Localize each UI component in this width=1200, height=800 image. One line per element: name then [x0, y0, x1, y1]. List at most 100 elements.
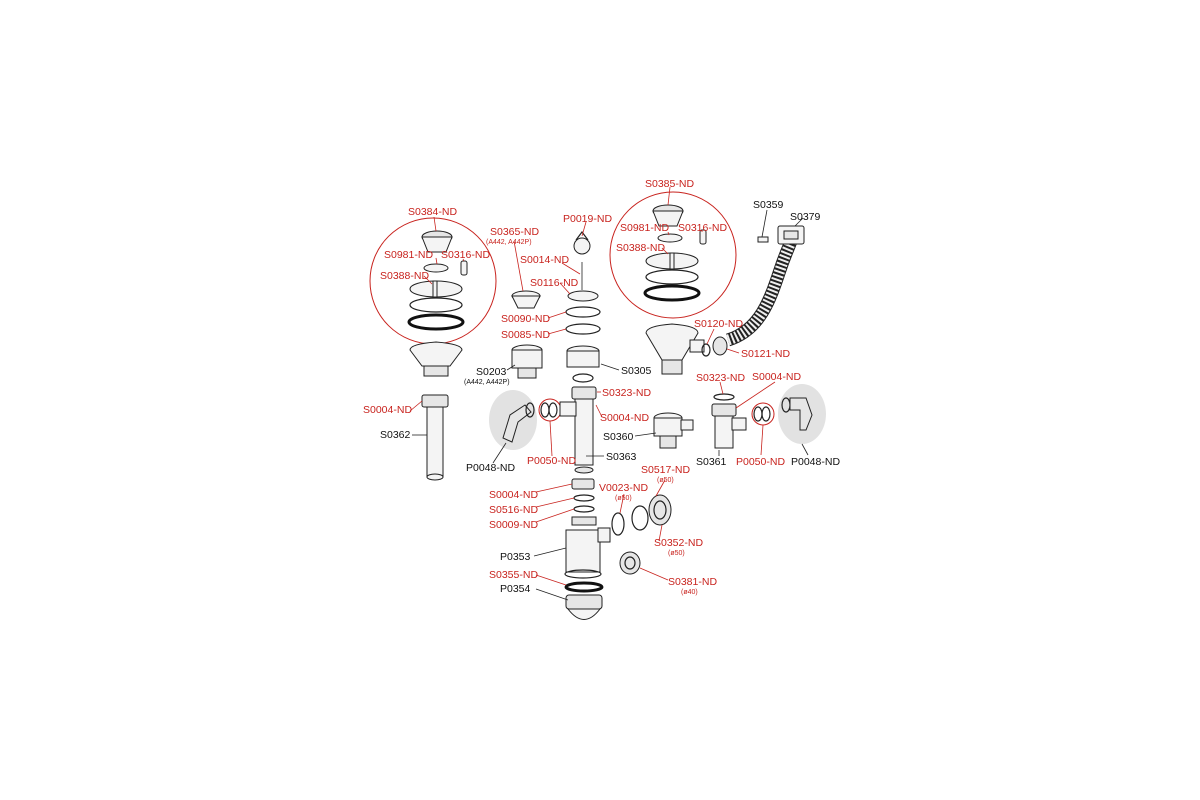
left-stem	[432, 280, 438, 298]
right-stem	[669, 252, 675, 270]
label-s0379: S0379	[790, 211, 821, 223]
label-v0023-sub: (ø50)	[615, 495, 632, 502]
left-strainer-group	[369, 217, 497, 481]
s0004-right-nut	[711, 403, 737, 417]
label-s0352-sub: (ø50)	[668, 550, 685, 557]
label-s0385: S0385-ND	[645, 178, 694, 190]
s0363-end	[574, 466, 594, 474]
s0360-branch	[680, 419, 694, 431]
left-tube	[426, 406, 444, 478]
label-p0050-left: P0050-ND	[527, 455, 576, 467]
p0354-cup	[566, 608, 602, 620]
label-s0355: S0355-ND	[489, 569, 538, 581]
right-gasket-thin	[645, 269, 699, 285]
s0352-inner	[653, 500, 667, 520]
p0050-left-ring1	[540, 402, 550, 418]
overflow-group	[511, 290, 543, 379]
s0355-gasket	[564, 581, 604, 593]
label-s0004-center: S0004-ND	[600, 412, 649, 424]
label-p0048-right: P0048-ND	[791, 456, 840, 468]
right-funnel-body	[645, 323, 699, 361]
v0023-ring	[611, 512, 625, 536]
left-basket-body	[421, 236, 453, 253]
label-s0384: S0384-ND	[408, 206, 457, 218]
right-screw	[699, 229, 707, 245]
label-s0363: S0363	[606, 451, 637, 463]
left-tube-end	[426, 473, 444, 481]
left-elbow	[502, 404, 532, 443]
label-s0323-right: S0323-ND	[696, 372, 745, 384]
left-drain-body	[409, 341, 463, 367]
right-funnel-outlet	[689, 339, 705, 353]
part-labels: S0384-ND S0981-ND S0316-ND S0388-ND S036…	[363, 178, 840, 596]
s0352-nut	[648, 494, 672, 526]
s0363-tube	[574, 398, 594, 466]
p0050-right-circle	[751, 402, 775, 426]
s0516-ring	[573, 494, 595, 502]
s0009-ring	[573, 505, 595, 513]
right-elbow	[789, 397, 813, 431]
label-s0516: S0516-ND	[489, 504, 538, 516]
label-s0014: S0014-ND	[520, 254, 569, 266]
s0203-body	[511, 349, 543, 369]
s0305-ring	[572, 373, 594, 383]
s0359-screw	[757, 236, 769, 243]
right-basket-body	[652, 210, 684, 227]
center-column	[559, 231, 611, 620]
leader-lines	[409, 186, 809, 601]
right-tee-group	[711, 384, 826, 449]
p0050-left-circle	[538, 398, 562, 422]
label-s0365: S0365-ND	[490, 226, 539, 238]
s0361-body	[714, 415, 734, 449]
label-s0116: S0116-ND	[530, 277, 579, 289]
right-washer-small	[657, 233, 683, 243]
label-p0353: P0353	[500, 551, 531, 563]
label-p0050-right: P0050-ND	[736, 456, 785, 468]
s0517-ring	[631, 505, 649, 531]
hose-group	[701, 225, 805, 357]
label-p0048-left: P0048-ND	[466, 462, 515, 474]
outlet-parts	[611, 494, 672, 575]
right-funnel-thread	[661, 359, 683, 375]
label-s0981-left: S0981-ND	[384, 249, 433, 261]
label-s0362: S0362	[380, 429, 411, 441]
label-s0981-right: S0981-ND	[620, 222, 669, 234]
label-p0019: P0019-ND	[563, 213, 612, 225]
p0050-right-ring2	[761, 406, 771, 422]
label-s0316-right: S0316-ND	[678, 222, 727, 234]
left-elbow-group	[489, 390, 562, 450]
p0050-right-ring1	[753, 406, 763, 422]
s0360-thread	[659, 435, 677, 449]
s0305-body	[566, 350, 600, 368]
label-s0361: S0361	[696, 456, 727, 468]
label-s0004-bottom: S0004-ND	[489, 489, 538, 501]
label-s0365-sub: (A442, A442P)	[486, 239, 532, 246]
label-s0203: S0203	[476, 366, 507, 378]
label-s0517-sub: (ø50)	[657, 477, 674, 484]
label-s0352: S0352-ND	[654, 537, 703, 549]
s0120-ring	[701, 343, 711, 357]
s0363-nut	[571, 386, 597, 400]
s0116-grate	[567, 290, 599, 302]
label-s0004-left: S0004-ND	[363, 404, 412, 416]
label-s0381: S0381-ND	[668, 576, 717, 588]
left-gasket-thin	[409, 297, 463, 313]
s0085-gasket	[565, 323, 601, 335]
s0323-right-ring	[713, 393, 735, 401]
right-group-circle	[609, 191, 737, 319]
left-elbow-ring	[525, 402, 535, 418]
label-s0517: S0517-ND	[641, 464, 690, 476]
s0363-branch	[559, 401, 577, 417]
s0361-branch	[731, 417, 747, 431]
label-s0090: S0090-ND	[501, 313, 550, 325]
left-nut	[421, 394, 449, 408]
s0379-overflow-slot	[783, 230, 799, 240]
s0381-nut	[619, 551, 641, 575]
label-s0203-sub: (A442, A442P)	[464, 379, 510, 386]
label-s0359: S0359	[753, 199, 784, 211]
s0121-nut	[712, 336, 728, 356]
p0353-body	[565, 529, 601, 573]
left-washer-small	[423, 263, 449, 273]
label-s0316-left: S0316-ND	[441, 249, 490, 261]
